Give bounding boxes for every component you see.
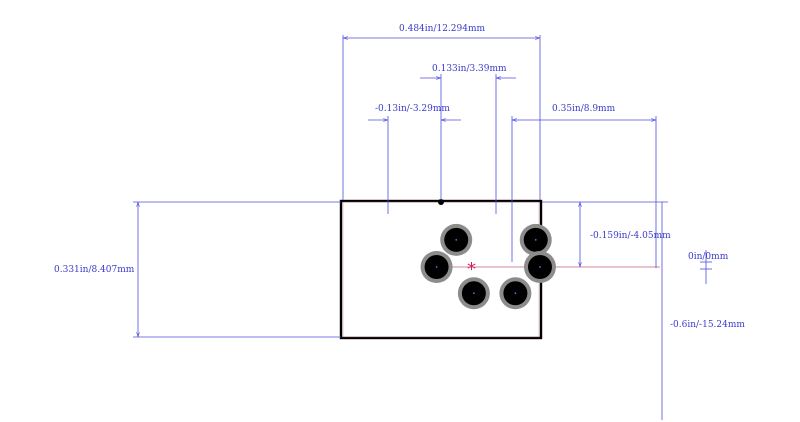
dim-origin-label: 0in/0mm [688,252,729,262]
dim-depth-label: -0.6in/-15.24mm [670,320,745,330]
dim-body-height-label: 0.331in/8.407mm [54,265,135,275]
origin-marker: * [467,259,476,280]
dim-overall-width-label: 0.484in/12.294mm [399,24,485,34]
dim-origin: 0in/0mm [688,250,729,284]
pad-5 [499,277,532,310]
pin1-marker-dot [438,199,444,205]
pad-center [435,266,438,268]
dim-body-height: 0.331in/8.407mm [54,201,341,338]
pad-2 [420,251,453,283]
pad-3 [457,277,490,310]
pad-6 [523,251,556,283]
dim-overall-width: 0.484in/12.294mm [342,24,541,200]
dim-pin-vertical-offset-label: -0.159in/-4.05mm [590,231,671,241]
pad-1 [440,223,473,256]
pad-center [514,292,517,295]
pad-center [472,292,475,295]
dim-pin-vertical-offset: -0.159in/-4.05mm [542,201,671,267]
dim-pin1-offset: -0.13in/-3.29mm [368,104,461,214]
pad-center [534,238,537,241]
pad-center [455,238,458,241]
dim-pin-right-offset-label: 0.35in/8.9mm [552,104,616,114]
dim-pin-right-offset: 0.35in/8.9mm [511,104,657,268]
dim-pin-pitch-label: 0.133in/3.39mm [432,64,507,74]
pad-center [539,266,541,268]
pad-group [420,223,556,310]
dim-pin1-offset-label: -0.13in/-3.29mm [375,104,450,114]
dim-depth: -0.6in/-15.24mm [661,202,745,420]
pad-4 [519,223,552,256]
dim-pin-pitch: 0.133in/3.39mm [420,64,516,214]
